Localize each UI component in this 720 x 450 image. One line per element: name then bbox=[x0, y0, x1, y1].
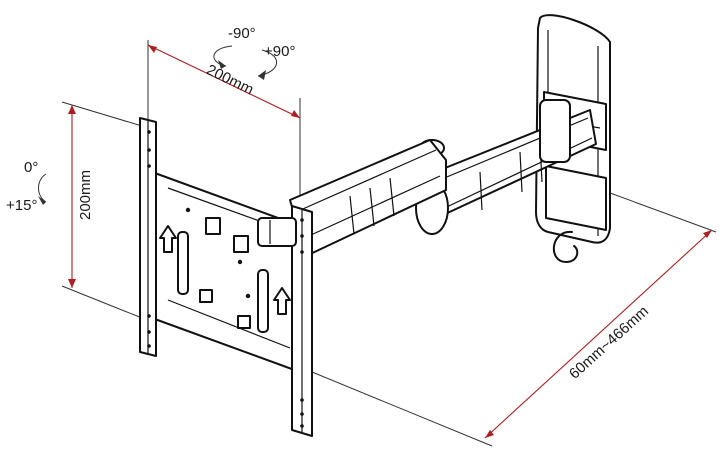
width-spacing-label: 200mm bbox=[204, 61, 256, 98]
swivel-plus-label: +90° bbox=[264, 43, 295, 60]
tilt-rotation-arrow bbox=[38, 173, 47, 205]
height-spacing-label: 200mm bbox=[77, 170, 94, 220]
tilt-plus-label: +15° bbox=[6, 197, 37, 214]
swivel-minus-label: -90° bbox=[228, 25, 256, 42]
dimension-lines bbox=[61, 40, 717, 447]
tv-bracket bbox=[139, 117, 313, 437]
tilt-zero-label: 0° bbox=[24, 159, 38, 176]
extension-label: 60mm~466mm bbox=[566, 303, 652, 383]
swing-arm-front bbox=[289, 139, 447, 257]
swing-arm-rear bbox=[415, 99, 597, 235]
swivel-rotation-arrows bbox=[213, 45, 277, 80]
